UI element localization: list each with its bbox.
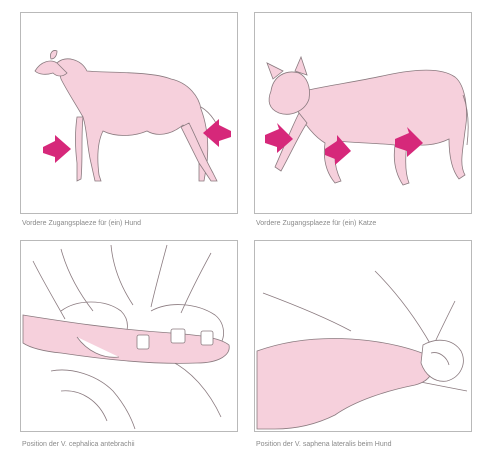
panel-dog: [20, 12, 238, 214]
forearm: [23, 315, 229, 363]
panel-forearm-vein: [20, 240, 238, 432]
forearm-illustration: [21, 241, 237, 431]
panel-cat: [254, 12, 472, 214]
cat-illustration: [255, 13, 471, 213]
hindleg-illustration: [255, 241, 471, 431]
caption-dog: Vordere Zugangsplaeze für (ein) Hund: [22, 219, 236, 228]
dog-illustration: [21, 13, 237, 213]
hind-leg: [257, 339, 433, 430]
caption-forearm: Position der V. cephalica antebrachii: [22, 440, 236, 449]
caption-hindleg: Position der V. saphena lateralis beim H…: [256, 440, 470, 449]
panel-hindleg-vein: [254, 240, 472, 432]
caption-cat: Vordere Zugangsplaeze für (ein) Katze: [256, 219, 470, 228]
